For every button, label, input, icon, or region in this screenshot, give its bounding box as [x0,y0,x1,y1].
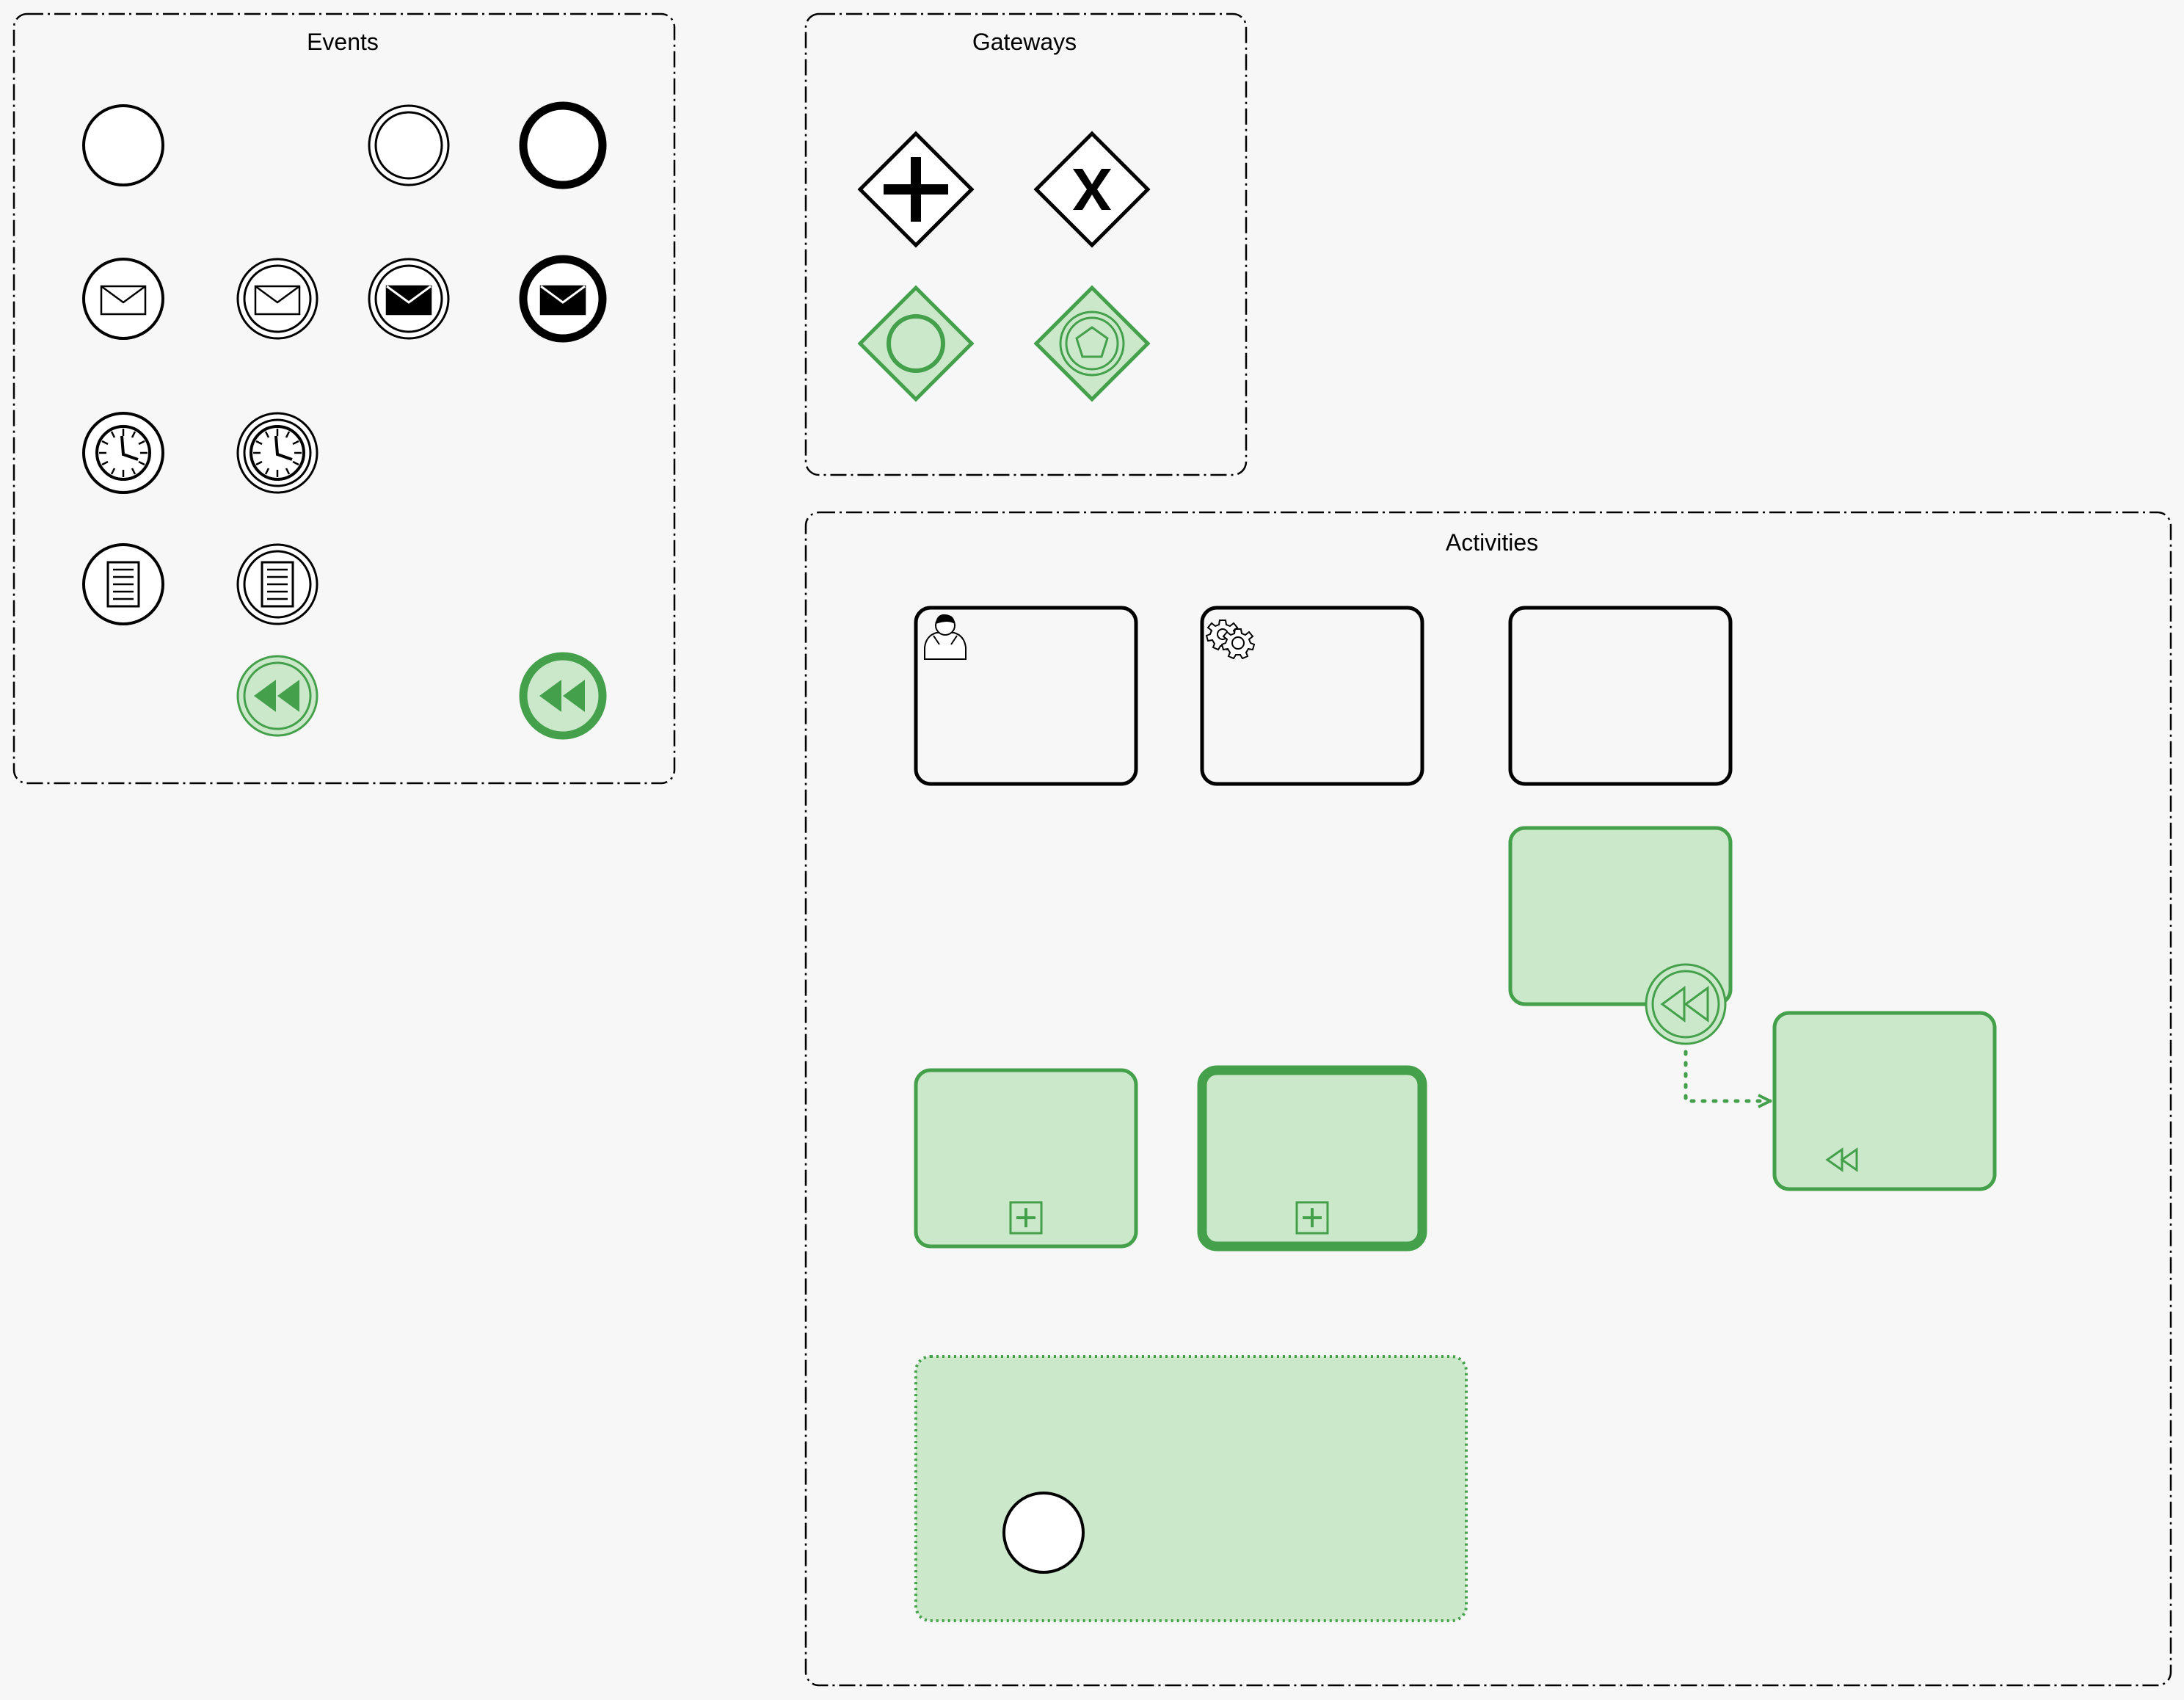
compensation-end-event[interactable] [519,652,607,740]
events-group[interactable]: Events [12,12,676,785]
service-task[interactable] [1200,606,1424,786]
collapsed-call-activity[interactable] [1197,1065,1427,1252]
user-icon [924,614,967,660]
exclusive-gateway[interactable] [1033,131,1151,248]
document-lines-icon [106,561,140,608]
events-group-border [12,12,676,785]
compensation-association[interactable] [1684,1050,1772,1101]
x-icon [1073,169,1111,210]
rewind-filled-icon [539,680,585,712]
timer-intermediate-catch-event[interactable] [236,412,318,494]
conditional-start-event[interactable] [82,543,164,625]
activities-group-label: Activities [1446,529,1538,556]
none-start-event[interactable] [82,104,164,186]
pentagon-icon [1059,310,1125,377]
timer-start-event[interactable] [82,412,164,494]
compensation-handler-task[interactable] [1772,1011,1997,1191]
event-based-gateway-pentagon[interactable] [1033,285,1151,402]
collapsed-subprocess[interactable] [914,1068,1138,1249]
task[interactable] [1508,606,1733,786]
event-based-gateway[interactable] [857,285,975,402]
conditional-intermediate-catch-event[interactable] [236,543,318,625]
message-start-event[interactable] [82,258,164,340]
envelope-icon [254,285,301,316]
rewind-filled-icon [254,680,299,712]
compensation-intermediate-throw-event[interactable] [236,655,318,737]
compensation-boundary-event[interactable] [1645,963,1727,1045]
none-intermediate-throw-event[interactable] [368,104,450,186]
message-intermediate-catch-event[interactable] [236,258,318,340]
document-lines-icon [261,561,294,608]
envelope-filled-icon [539,285,586,316]
activities-group-border [804,511,2172,1687]
compensation-task-with-boundary[interactable] [1508,826,1733,1006]
gateways-group-border [804,12,1248,476]
parallel-gateway[interactable] [857,131,975,248]
rewind-icon [1660,986,1709,1022]
plus-box-icon [1295,1201,1329,1235]
none-end-event[interactable] [519,101,607,189]
plus-icon [884,157,948,222]
gateways-group-label: Gateways [972,29,1077,55]
rewind-icon [1825,1147,1858,1172]
clock-icon [95,425,151,481]
gears-icon [1205,620,1256,660]
envelope-filled-icon [385,285,432,316]
envelope-icon [100,285,147,316]
events-group-label: Events [307,29,379,55]
event-subprocess[interactable] [914,1355,1468,1622]
none-start-event[interactable] [1002,1492,1085,1574]
activities-group[interactable]: Activities [804,511,2172,1687]
gateways-group[interactable]: Gateways [804,12,1248,476]
message-end-event[interactable] [519,255,607,343]
plus-box-icon [1009,1201,1043,1235]
user-task[interactable] [914,606,1138,786]
clock-icon [250,425,305,481]
message-intermediate-throw-event[interactable] [368,258,450,340]
circle-icon [887,314,945,373]
